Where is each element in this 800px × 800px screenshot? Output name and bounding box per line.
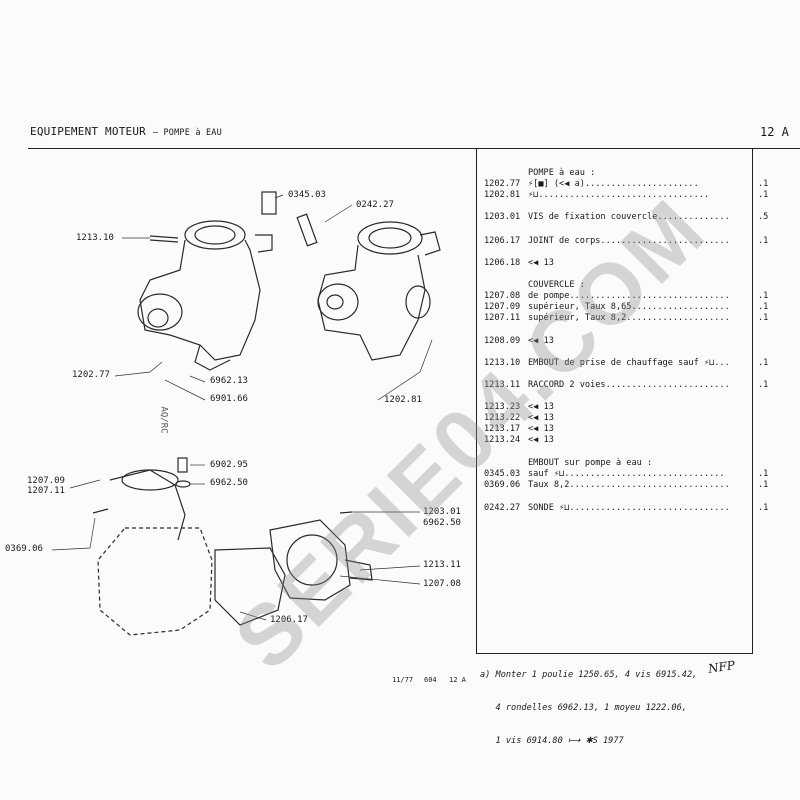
part-desc: supérieur, Taux 8,65................... xyxy=(528,302,730,312)
callout-1207-11: 1207.11 xyxy=(27,486,65,496)
footer-code: 12 A xyxy=(449,676,466,684)
header-rule xyxy=(28,148,800,149)
part-desc: de pompe............................... xyxy=(528,291,730,301)
part-desc: VIS de fixation couvercle.............. xyxy=(528,212,730,222)
callout-6901-66: 6901.66 xyxy=(210,394,248,404)
part-desc: supérieur, Taux 8,2.................... xyxy=(528,313,730,323)
footnote: a) Monter 1 poulie 1250.65, 4 vis 6915.4… xyxy=(480,648,697,769)
callout-6962-13: 6962.13 xyxy=(210,376,248,386)
callout-1202-77: 1202.77 xyxy=(72,370,110,380)
part-qty: .1 xyxy=(758,358,769,368)
part-ref: 1202.77 xyxy=(484,179,521,189)
callout-0369-06: 0369.06 xyxy=(5,544,43,554)
qty-column-divider xyxy=(752,148,753,653)
part-desc: ⚡[■] (<◀ a)...................... xyxy=(528,179,699,189)
part-desc: <◀ 13 xyxy=(528,413,554,423)
group-heading-pompe: POMPE à eau : xyxy=(528,168,596,178)
page-code: 12 A xyxy=(760,125,789,139)
footnote-line: 1 vis 6914.80 ⟼ ✱S 1977 xyxy=(480,736,624,746)
callout-1203-01: 1203.01 xyxy=(423,507,461,517)
group-heading-couvercle: COUVERCLE : xyxy=(528,280,585,290)
part-ref: 1213.24 xyxy=(484,435,521,445)
part-desc: JOINT de corps......................... xyxy=(528,236,730,246)
callout-1213-11: 1213.11 xyxy=(423,560,461,570)
callout-0345-03: 0345.03 xyxy=(288,190,326,200)
part-qty: .5 xyxy=(758,212,769,222)
part-qty: .1 xyxy=(758,291,769,301)
parts-list: POMPE à eau : 1202.77 ⚡[■] (<◀ a).......… xyxy=(484,168,730,714)
part-qty: .1 xyxy=(758,179,769,189)
leader-lines xyxy=(51,194,433,621)
part-ref: 1213.23 xyxy=(484,402,521,412)
part-desc: RACCORD 2 voies........................ xyxy=(528,380,730,390)
part-qty: .1 xyxy=(758,236,769,246)
part-qty: .1 xyxy=(758,469,769,479)
part-ref: 1203.01 xyxy=(484,212,521,222)
callout-0242-27: 0242.27 xyxy=(356,200,394,210)
part-desc: EMBOUT de prise de chauffage sauf ⚡⊔... xyxy=(528,358,730,368)
part-qty: .1 xyxy=(758,480,769,490)
part-ref: 1208.09 xyxy=(484,336,521,346)
callout-1207-09: 1207.09 xyxy=(27,476,65,486)
callout-6962-50a: 6962.50 xyxy=(210,478,248,488)
part-ref: 1207.11 xyxy=(484,313,521,323)
part-desc: SONDE ⚡⊔............................... xyxy=(528,503,730,513)
part-ref: 0369.06 xyxy=(484,480,521,490)
footer-model: 604 xyxy=(424,676,437,684)
callout-6902-95: 6902.95 xyxy=(210,460,248,470)
callout-6962-50b: 6962.50 xyxy=(423,518,461,528)
footer-date: 11/77 xyxy=(392,676,414,684)
part-ref: 1206.18 xyxy=(484,258,521,268)
column-divider xyxy=(476,148,477,653)
part-qty: .1 xyxy=(758,313,769,323)
part-desc: sauf ⚡⊔............................... xyxy=(528,469,725,479)
part-desc: Taux 8,2............................... xyxy=(528,480,730,490)
section-subtitle: – POMPE à EAU xyxy=(152,128,222,138)
group-heading-embout: EMBOUT sur pompe à eau : xyxy=(528,458,653,468)
part-ref: 1202.81 xyxy=(484,190,521,200)
footnote-line: 4 rondelles 6962.13, 1 moyeu 1222.06, xyxy=(480,703,687,713)
margin-stamp: AQ/RC xyxy=(158,406,169,434)
upper-left-pump-drawing xyxy=(137,220,273,371)
part-ref: 0242.27 xyxy=(484,503,521,513)
part-desc: ⚡⊔................................. xyxy=(528,190,710,200)
table-bottom-rule xyxy=(476,653,753,654)
part-qty: .1 xyxy=(758,380,769,390)
part-ref: 1206.17 xyxy=(484,236,521,246)
part-qty: .1 xyxy=(758,190,769,200)
part-desc: <◀ 13 xyxy=(528,336,554,346)
callout-1206-17: 1206.17 xyxy=(270,615,308,625)
part-qty: .1 xyxy=(758,302,769,312)
part-ref: 1213.11 xyxy=(484,380,521,390)
part-desc: <◀ 13 xyxy=(528,424,554,434)
part-desc: <◀ 13 xyxy=(528,258,554,268)
part-ref: 1213.22 xyxy=(484,413,521,423)
section-title: EQUIPEMENT MOTEUR xyxy=(30,125,146,138)
part-ref: 1207.08 xyxy=(484,291,521,301)
part-ref: 1213.10 xyxy=(484,358,521,368)
callout-1202-81: 1202.81 xyxy=(384,395,422,405)
callout-1207-08: 1207.08 xyxy=(423,579,461,589)
upper-right-pump-drawing xyxy=(261,191,441,361)
footnote-line: a) Monter 1 poulie 1250.65, 4 vis 6915.4… xyxy=(480,670,698,680)
callout-1213-10: 1213.10 xyxy=(76,233,114,243)
part-ref: 0345.03 xyxy=(484,469,521,479)
part-ref: 1207.09 xyxy=(484,302,521,312)
part-qty: .1 xyxy=(758,503,769,513)
part-ref: 1213.17 xyxy=(484,424,521,434)
part-desc: <◀ 13 xyxy=(528,435,554,445)
part-desc: <◀ 13 xyxy=(528,402,554,412)
page-title: EQUIPEMENT MOTEUR – POMPE à EAU xyxy=(30,125,222,138)
